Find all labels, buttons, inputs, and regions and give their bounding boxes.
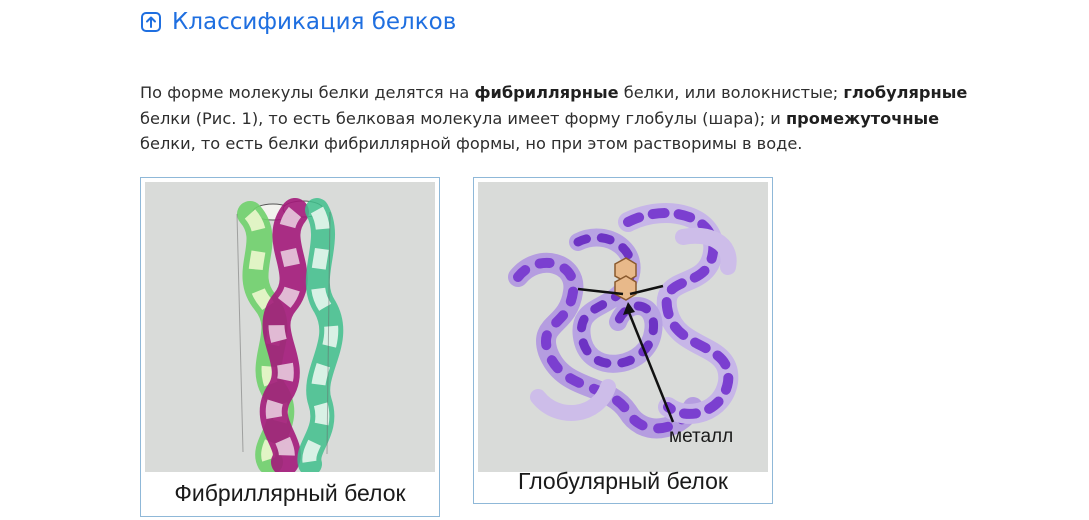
para-text-2: белки, или волокнистые; xyxy=(618,83,844,102)
upload-box-icon xyxy=(140,11,162,33)
section-title: Классификация белков xyxy=(172,9,457,35)
globular-protein-illustration xyxy=(478,182,768,472)
body-paragraph: По форме молекулы белки делятся на фибри… xyxy=(140,80,1000,157)
para-text-4: белки, то есть белки фибриллярной формы,… xyxy=(140,134,803,153)
section-heading-link[interactable]: Классификация белков xyxy=(140,4,456,40)
figure-fibrillar-protein: Фибриллярный белок xyxy=(140,177,440,517)
fibrillar-protein-illustration xyxy=(145,182,435,472)
para-text-3: белки (Рис. 1), то есть белковая молекул… xyxy=(140,108,786,128)
term-fibrillar: фибриллярные xyxy=(474,83,619,102)
term-intermediate: промежуточные xyxy=(785,108,940,128)
metal-label: металл xyxy=(669,426,734,447)
term-globular: глобулярные xyxy=(843,83,968,102)
para-text-1: По форме молекулы белки делятся на xyxy=(140,83,475,102)
figure-globular-protein: металл Глобулярный белок xyxy=(473,177,773,504)
figure-caption-globular: Глобулярный белок xyxy=(518,468,728,494)
figure-caption-fibrillar: Фибриллярный белок xyxy=(174,480,406,506)
